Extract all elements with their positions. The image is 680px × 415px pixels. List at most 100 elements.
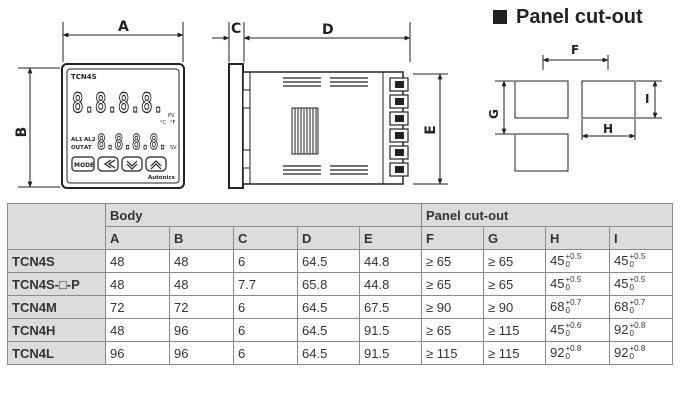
table-group-header-row: Body Panel cut-out xyxy=(7,203,674,250)
group-header-panel: Panel cut-out xyxy=(421,203,674,227)
cell-f: ≥ 65 xyxy=(421,249,485,273)
table-row: TCN4M 72 72 6 64.5 67.5 ≥ 90 ≥ 90 68+0.7… xyxy=(7,295,674,319)
chevron-down-icon xyxy=(126,160,138,170)
dim-label-f: F xyxy=(571,43,579,57)
down-key xyxy=(121,156,143,172)
cell-g: ≥ 90 xyxy=(483,295,547,319)
cell-d: 64.5 xyxy=(297,295,360,319)
cell-g: ≥ 65 xyxy=(483,272,547,296)
corner-cell xyxy=(7,203,106,250)
group-header-body: Body xyxy=(104,203,423,227)
dim-label-a: A xyxy=(118,19,129,35)
dim-label-b: B xyxy=(14,127,30,138)
cell-b: 72 xyxy=(169,295,234,319)
cell-e: 44.8 xyxy=(358,249,423,273)
dimensions-table: Body Panel cut-out A B C D E F G H I TCN… xyxy=(7,203,674,365)
table-column-header-row: A B C D E F G H I xyxy=(8,226,674,250)
degf-label: °F xyxy=(170,120,176,126)
sv-display: 8.8.8.8. xyxy=(97,130,167,154)
cell-b: 48 xyxy=(169,249,234,273)
cell-a: 72 xyxy=(105,295,170,319)
row-model: TCN4S-□-P xyxy=(7,272,106,296)
sv-label: SV xyxy=(170,145,177,151)
cell-d: 64.5 xyxy=(297,341,360,365)
dim-label-i: I xyxy=(645,92,649,106)
col-header-g: G xyxy=(483,226,547,250)
cell-a: 48 xyxy=(105,272,170,296)
cell-g: ≥ 115 xyxy=(483,341,547,365)
chevron-up-icon xyxy=(150,160,162,170)
pv-label: PV xyxy=(168,113,175,119)
square-bullet-icon xyxy=(493,10,507,24)
cell-f: ≥ 90 xyxy=(421,295,485,319)
cell-d: 64.5 xyxy=(297,249,360,273)
cell-d: 64.5 xyxy=(297,318,360,342)
cell-e: 67.5 xyxy=(358,295,423,319)
panel-cutout-heading: Panel cut-out xyxy=(493,6,643,29)
col-header-i: I xyxy=(609,226,674,250)
cell-c: 6 xyxy=(233,318,298,342)
dimension-drawing: A B TCN4S 8.8.8.8. PV °C °F AL1 AL2 OUT … xyxy=(14,19,662,189)
cell-e: 91.5 xyxy=(358,341,423,365)
row-model: TCN4M xyxy=(7,295,106,319)
table-row: TCN4S 48 48 6 64.5 44.8 ≥ 65 ≥ 65 45+0.5… xyxy=(7,249,674,273)
cell-b: 96 xyxy=(169,341,234,365)
mode-key-label: MODE xyxy=(74,162,94,169)
cell-a: 96 xyxy=(105,341,170,365)
cell-c: 7.7 xyxy=(233,272,298,296)
col-header-b: B xyxy=(169,226,234,250)
al2-label: AL2 xyxy=(84,137,96,143)
col-header-a: A xyxy=(105,226,170,250)
cell-b: 96 xyxy=(169,318,234,342)
table-row: TCN4H 48 96 6 64.5 91.5 ≥ 65 ≥ 115 45+0.… xyxy=(7,318,674,342)
col-header-d: D xyxy=(297,226,360,250)
degc-label: °C xyxy=(160,120,167,126)
col-header-f: F xyxy=(421,226,485,250)
dim-label-d: D xyxy=(322,22,334,38)
col-header-c: C xyxy=(233,226,298,250)
dim-label-e: E xyxy=(423,125,439,135)
cell-e: 91.5 xyxy=(358,318,423,342)
col-header-e: E xyxy=(358,226,423,250)
cell-c: 6 xyxy=(233,295,298,319)
cell-f: ≥ 65 xyxy=(421,318,485,342)
cell-f: ≥ 65 xyxy=(421,272,485,296)
side-view: C D E xyxy=(212,21,448,189)
cell-g: ≥ 65 xyxy=(483,249,547,273)
dim-label-h: H xyxy=(603,122,613,136)
cell-a: 48 xyxy=(105,249,170,273)
pv-display: 8.8.8.8. xyxy=(72,88,164,119)
cell-c: 6 xyxy=(233,249,298,273)
panel-cutout-drawing: F I H G xyxy=(487,43,662,172)
cell-e: 44.8 xyxy=(358,272,423,296)
mode-key xyxy=(71,156,95,172)
table-row: TCN4S-□-P 48 48 7.7 65.8 44.8 ≥ 65 ≥ 65 … xyxy=(7,272,674,296)
at-label: AT xyxy=(84,145,92,151)
dim-label-g: G xyxy=(487,109,501,119)
brand-label: Autonics xyxy=(148,175,176,181)
cell-a: 48 xyxy=(105,318,170,342)
front-view: A B TCN4S 8.8.8.8. PV °C °F AL1 AL2 OUT … xyxy=(14,19,185,189)
out-label: OUT xyxy=(71,145,84,151)
row-model: TCN4L xyxy=(7,341,106,365)
table-row: TCN4L 96 96 6 64.5 91.5 ≥ 115 ≥ 115 92+0… xyxy=(7,341,674,365)
cell-g: ≥ 115 xyxy=(483,318,547,342)
shift-left-icon xyxy=(103,159,116,169)
row-model: TCN4H xyxy=(7,318,106,342)
device-model-label: TCN4S xyxy=(71,73,97,81)
row-model: TCN4S xyxy=(7,249,106,273)
cell-c: 6 xyxy=(233,341,298,365)
cell-b: 48 xyxy=(169,272,234,296)
cell-d: 65.8 xyxy=(297,272,360,296)
col-header-h: H xyxy=(545,226,611,250)
